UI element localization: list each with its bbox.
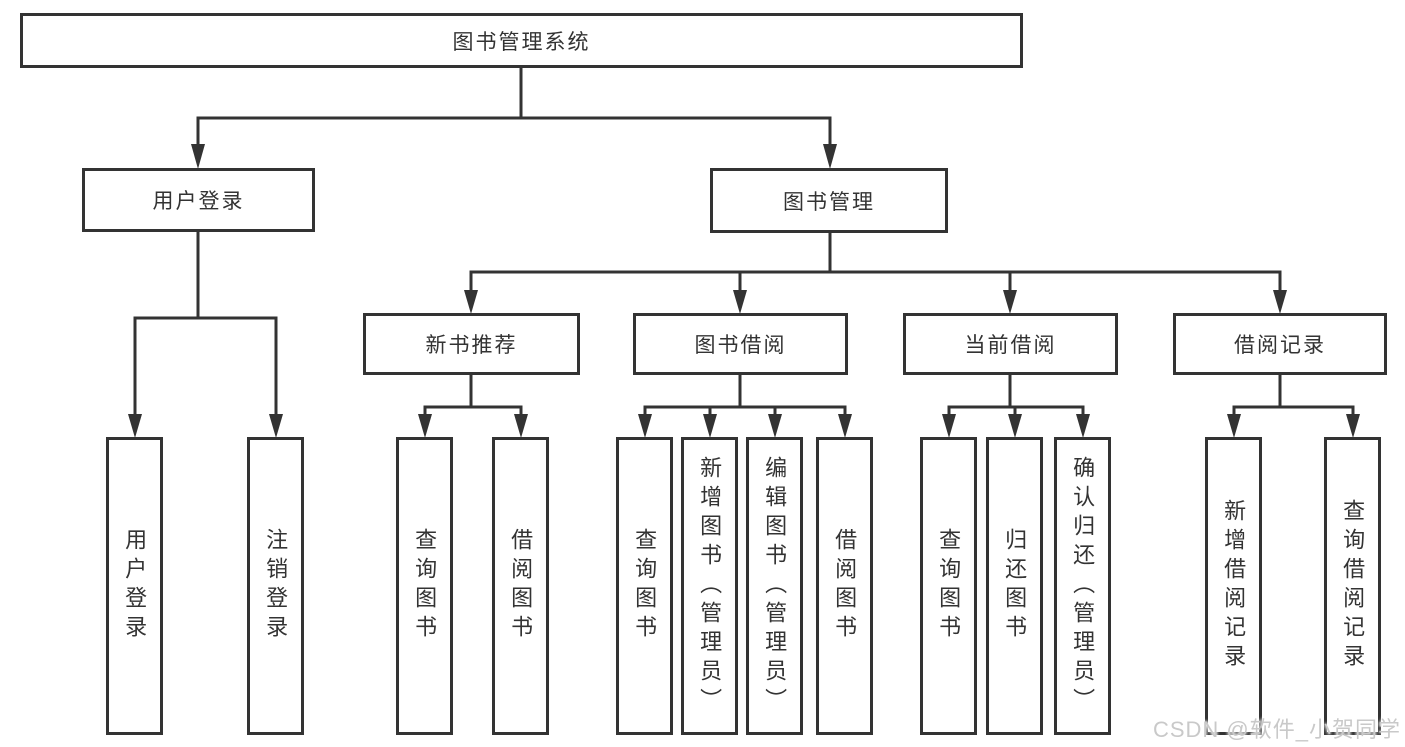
- node-label: 借阅图书: [832, 528, 858, 644]
- node-label: 确认归还（管理员）: [1070, 455, 1096, 717]
- node-label: 借阅图书: [508, 528, 534, 644]
- leaf-bb-borrow-books: 借阅图书: [816, 437, 873, 735]
- node-label: 借阅记录: [1234, 334, 1326, 357]
- node-label: 新书推荐: [425, 334, 518, 357]
- leaf-br-add-record: 新增借阅记录: [1205, 437, 1262, 735]
- node-label: 编辑图书（管理员）: [762, 455, 788, 717]
- node-library-system: 图书管理系统: [20, 13, 1023, 68]
- node-label: 图书管理: [783, 190, 875, 214]
- node-label: 新增借阅记录: [1221, 499, 1247, 673]
- leaf-bb-add-books-admin: 新增图书（管理员）: [681, 437, 738, 735]
- arrowhead-icons: [128, 144, 1360, 438]
- leaf-cb-confirm-return-admin: 确认归还（管理员）: [1054, 437, 1111, 735]
- node-label: 图书管理系统: [452, 30, 591, 54]
- node-label: 新增图书（管理员）: [697, 455, 723, 717]
- node-label: 查询图书: [412, 528, 438, 644]
- node-user-login: 用户登录: [82, 168, 315, 232]
- leaf-cb-return-books: 归还图书: [986, 437, 1043, 735]
- leaf-user-login: 用户登录: [106, 437, 163, 735]
- node-label: 查询图书: [936, 528, 962, 644]
- node-label: 用户登录: [122, 528, 148, 644]
- node-label: 查询借阅记录: [1340, 499, 1366, 673]
- node-label: 注销登录: [263, 528, 289, 644]
- node-label: 图书借阅: [694, 334, 787, 357]
- leaf-bb-query-books: 查询图书: [616, 437, 673, 735]
- node-borrowing-records: 借阅记录: [1173, 313, 1387, 375]
- node-label: 查询图书: [632, 528, 658, 644]
- leaf-br-query-record: 查询借阅记录: [1324, 437, 1381, 735]
- leaf-logout: 注销登录: [247, 437, 304, 735]
- node-book-borrowing: 图书借阅: [633, 313, 848, 375]
- node-book-management: 图书管理: [710, 168, 948, 233]
- node-label: 用户登录: [152, 190, 245, 213]
- leaf-nb-query-books: 查询图书: [396, 437, 453, 735]
- leaf-nb-borrow-books: 借阅图书: [492, 437, 549, 735]
- node-new-book-recommendation: 新书推荐: [363, 313, 580, 375]
- node-label: 归还图书: [1002, 528, 1028, 644]
- leaf-bb-edit-books-admin: 编辑图书（管理员）: [746, 437, 803, 735]
- watermark: CSDN @软件_小贺同学: [1152, 717, 1401, 742]
- node-label: 当前借阅: [964, 334, 1057, 357]
- leaf-cb-query-books: 查询图书: [920, 437, 977, 735]
- node-current-borrowing: 当前借阅: [903, 313, 1118, 375]
